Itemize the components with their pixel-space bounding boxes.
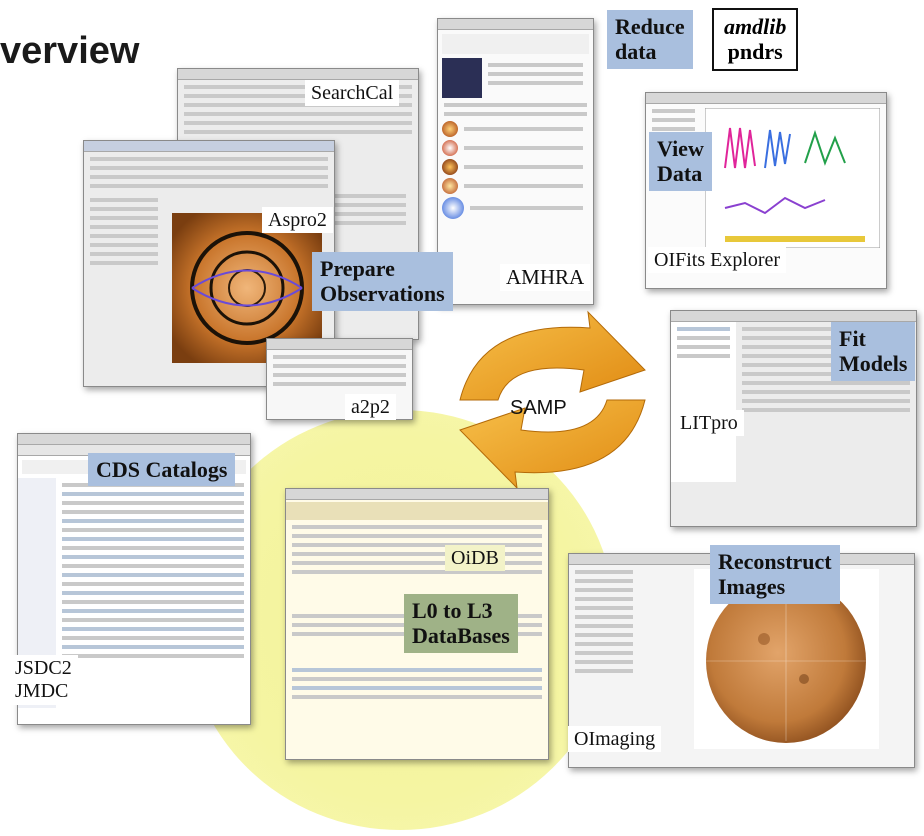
oifits-plot-image bbox=[704, 107, 881, 249]
amdlib-label: amdlib bbox=[724, 14, 787, 39]
aspro2-screenshot bbox=[83, 140, 335, 387]
a2p2-label: a2p2 bbox=[345, 394, 396, 420]
reduce-data-label: Reduce data bbox=[607, 10, 693, 69]
searchcal-label: SearchCal bbox=[305, 80, 400, 106]
samp-cycle-arrows bbox=[459, 310, 646, 490]
litpro-label: LITpro bbox=[674, 410, 744, 436]
oimaging-label: OImaging bbox=[568, 726, 662, 752]
amhra-label: AMHRA bbox=[500, 264, 591, 292]
page-title: verview bbox=[0, 30, 140, 72]
jsdc-jmdc-label: JSDC2 JMDC bbox=[9, 655, 78, 705]
samp-label: SAMP bbox=[510, 397, 567, 419]
reduction-tools-box: amdlib pndrs bbox=[712, 8, 799, 71]
databases-label: L0 to L3 DataBases bbox=[404, 594, 518, 653]
view-data-label: View Data bbox=[649, 132, 712, 191]
pndrs-label: pndrs bbox=[727, 39, 783, 65]
oifits-explorer-label: OIFits Explorer bbox=[648, 247, 787, 273]
cds-catalogs-label: CDS Catalogs bbox=[88, 453, 236, 487]
oidb-label: OiDB bbox=[445, 545, 505, 571]
fit-models-label: Fit Models bbox=[831, 322, 916, 381]
jmdc-label: JMDC bbox=[15, 680, 69, 702]
prepare-observations-label: Prepare Observations bbox=[312, 252, 453, 311]
aspro2-label: Aspro2 bbox=[262, 207, 333, 233]
amhra-screenshot bbox=[437, 18, 594, 305]
reconstruct-images-label: Reconstruct Images bbox=[710, 545, 840, 604]
jsdc2-label: JSDC2 bbox=[15, 657, 72, 679]
